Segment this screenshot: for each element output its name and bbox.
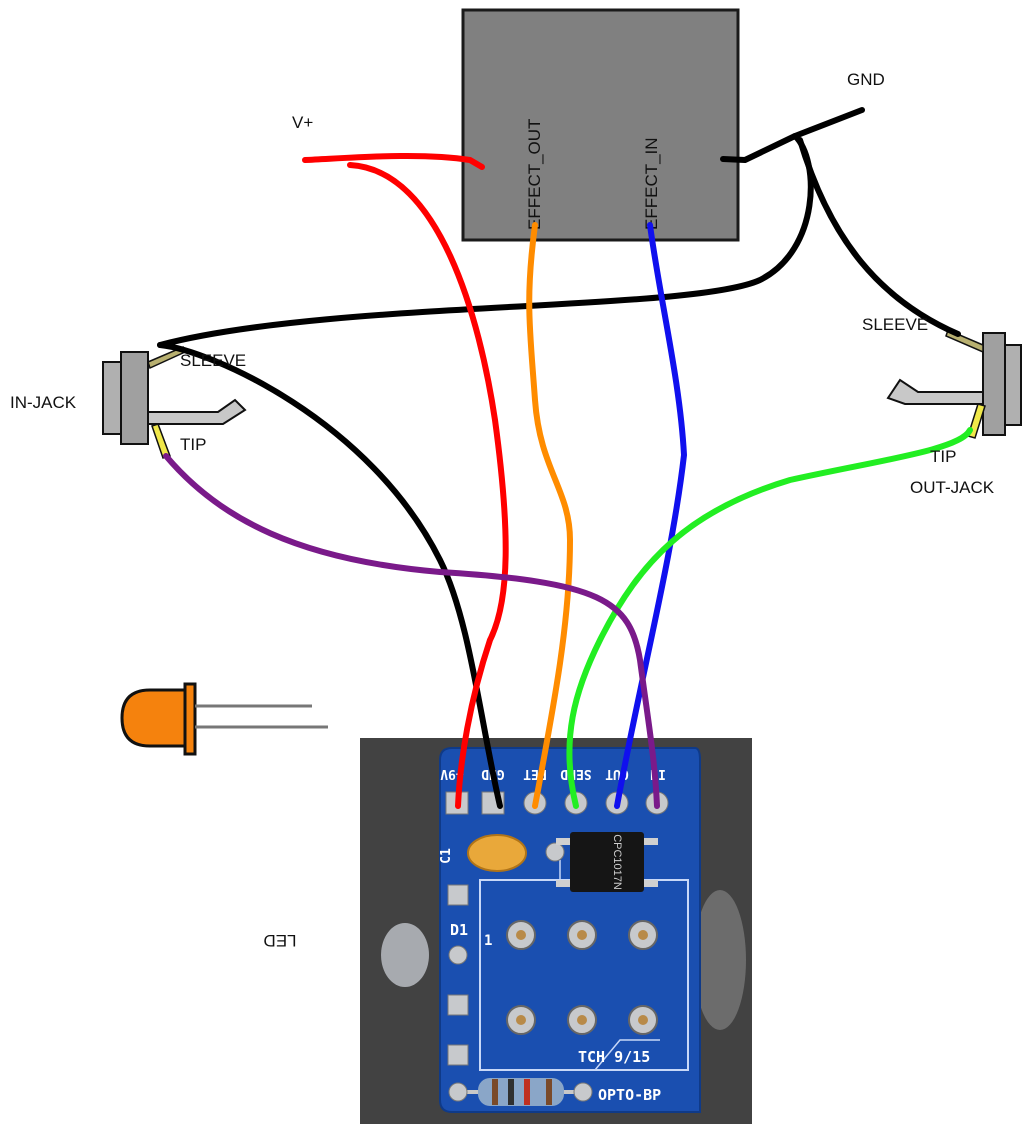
out-tip-wire bbox=[566, 427, 973, 809]
v-plus-wire bbox=[302, 152, 485, 170]
in-tip-label: TIP bbox=[180, 435, 206, 454]
led-icon bbox=[120, 682, 328, 756]
out-sleeve-label: SLEEVE bbox=[862, 315, 928, 334]
pin-label-send: SEND bbox=[560, 766, 591, 781]
in-sleeve-label: SLEEVE bbox=[180, 351, 246, 370]
out-jack-tip-lug bbox=[886, 378, 984, 405]
lug-6-hole bbox=[638, 1015, 648, 1025]
out-jack bbox=[886, 328, 1022, 439]
in-jack-nut bbox=[102, 361, 122, 435]
ground-board-wire bbox=[157, 342, 503, 809]
silkscreen-trace bbox=[559, 860, 660, 1071]
out-tip-label: TIP bbox=[930, 447, 956, 466]
version-marking: TCH 9/15 bbox=[578, 1048, 650, 1066]
in-jack-tip-lug bbox=[147, 398, 247, 425]
pad-left-2 bbox=[448, 945, 468, 965]
chip-leg-1 bbox=[556, 838, 574, 845]
out-jack-body bbox=[982, 332, 1006, 436]
resistor-band-1 bbox=[492, 1079, 498, 1105]
board-marking: OPTO-BP bbox=[598, 1086, 661, 1104]
lug-2-hole bbox=[577, 930, 587, 940]
chip-marking: CPC1017N bbox=[611, 834, 623, 890]
led-body bbox=[120, 688, 187, 748]
chip-leg-4 bbox=[640, 880, 658, 887]
effect-out-wire bbox=[526, 222, 573, 809]
photo-led-lens bbox=[381, 923, 429, 987]
pin1-label: 1 bbox=[484, 933, 492, 949]
effect-out-label: EFFECT_OUT bbox=[525, 119, 544, 230]
in-jack-tip-contact bbox=[151, 423, 171, 459]
in-jack-label: IN-JACK bbox=[10, 393, 77, 412]
resistor-pad-right bbox=[573, 1082, 593, 1102]
opto-chip: CPC1017N bbox=[556, 832, 658, 892]
led-flange bbox=[183, 682, 197, 756]
photo-pot-shaft bbox=[694, 890, 746, 1030]
lug-pads bbox=[506, 920, 658, 1035]
lug-5-hole bbox=[577, 1015, 587, 1025]
opto-pcb: +9V GND RET SEND OUT IN C1 CPC1017N D1 1 bbox=[439, 747, 701, 1113]
resistor-band-3 bbox=[524, 1079, 530, 1105]
v-plus-board-wire bbox=[347, 162, 509, 809]
capacitor-c1 bbox=[467, 834, 527, 872]
pad-left-3 bbox=[447, 994, 469, 1016]
effect-box-body bbox=[461, 8, 740, 242]
resistor-band-2 bbox=[508, 1079, 514, 1105]
header-pads bbox=[445, 791, 669, 815]
pad-left-1 bbox=[447, 884, 469, 906]
gnd-label: GND bbox=[847, 70, 885, 89]
lug-3-hole bbox=[638, 930, 648, 940]
in-tip-wire bbox=[163, 453, 660, 809]
lug-1-hole bbox=[516, 930, 526, 940]
c1-label: C1 bbox=[439, 848, 454, 864]
d1-label: D1 bbox=[450, 921, 468, 939]
wires bbox=[157, 107, 973, 809]
lug-4-hole bbox=[516, 1015, 526, 1025]
effect-in-wire bbox=[614, 222, 687, 809]
resistor-pad-left bbox=[448, 1082, 468, 1102]
led-label: LED bbox=[263, 931, 296, 950]
pad-left-4 bbox=[447, 1044, 469, 1066]
resistor-body bbox=[478, 1078, 564, 1106]
gnd-bus-wire bbox=[720, 107, 865, 163]
cap-pad bbox=[545, 842, 565, 862]
effect-box: EFFECT_OUT EFFECT_IN bbox=[461, 8, 740, 242]
out-jack-label: OUT-JACK bbox=[910, 478, 995, 497]
chip-body bbox=[570, 832, 644, 892]
v-plus-label: V+ bbox=[292, 113, 313, 132]
in-jack bbox=[102, 346, 247, 459]
chip-leg-2 bbox=[556, 880, 574, 887]
ground-out-sleeve-wire bbox=[797, 137, 961, 337]
chip-leg-3 bbox=[640, 838, 658, 845]
resistor-band-4 bbox=[546, 1079, 552, 1105]
effect-in-label: EFFECT_IN bbox=[642, 137, 661, 230]
in-jack-body bbox=[120, 351, 149, 445]
ground-wire bbox=[157, 133, 814, 348]
resistor bbox=[448, 1078, 593, 1106]
